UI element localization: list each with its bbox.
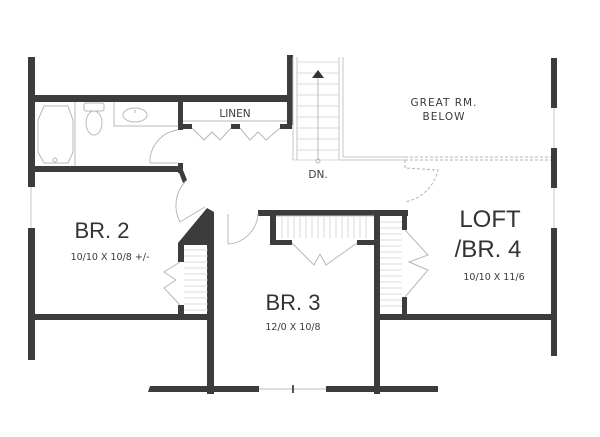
bathtub-icon [37, 102, 76, 166]
room-br2: BR. 2 10/10 X 10/8 +/- [71, 218, 208, 311]
stair-arrow-icon [312, 70, 324, 78]
linen-closet: LINEN [183, 108, 287, 141]
br2-closet [163, 249, 208, 311]
br2-door[interactable] [175, 180, 206, 223]
loft-label-1: LOFT [459, 206, 521, 233]
loft-dimensions: 10/10 X 11/6 [463, 272, 524, 283]
great-room-label-1: GREAT RM. [411, 97, 478, 109]
br3-closet [276, 215, 374, 266]
stair-dn-label: DN. [308, 169, 327, 181]
room-loft: LOFT /BR. 4 10/10 X 11/6 [380, 206, 525, 307]
loft-label-2: /BR. 4 [455, 236, 522, 263]
bath-door[interactable] [149, 129, 179, 164]
bathroom [37, 102, 178, 166]
great-room-below: GREAT RM. BELOW [404, 97, 551, 203]
br3-label: BR. 3 [265, 290, 320, 315]
loft-closet [380, 221, 429, 307]
br3-dimensions: 12/0 X 10/8 [265, 322, 320, 333]
br3-door[interactable] [227, 213, 259, 245]
window-bottom [259, 385, 326, 393]
linen-label: LINEN [219, 108, 250, 120]
br2-dimensions: 10/10 X 10/8 +/- [71, 252, 150, 263]
br2-label: BR. 2 [74, 218, 129, 243]
stairway[interactable]: DN. [292, 57, 405, 181]
great-room-label-2: BELOW [423, 111, 466, 123]
sink-icon [113, 102, 178, 127]
walls [28, 55, 557, 394]
toilet-icon [83, 102, 105, 136]
room-br3: BR. 3 12/0 X 10/8 [265, 215, 374, 333]
